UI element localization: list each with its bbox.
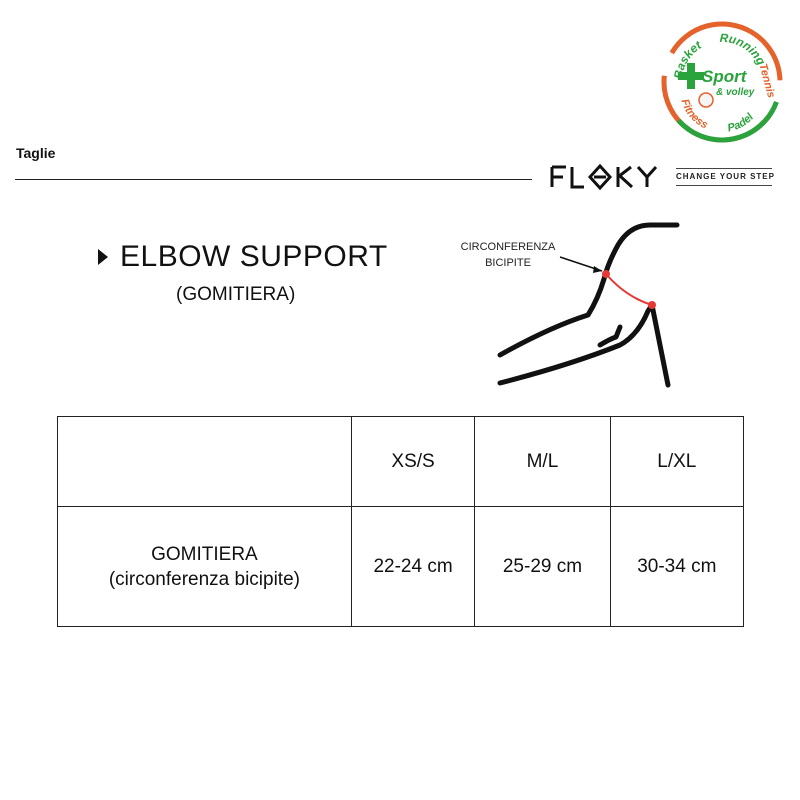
size-column-xs-s: XS/S bbox=[350, 416, 476, 507]
badge-logo-main: Sport bbox=[702, 67, 748, 86]
badge-plus-icon bbox=[678, 63, 704, 89]
circumference-label-line2: BICIPITE bbox=[485, 257, 531, 269]
arm-lower-contour bbox=[497, 302, 671, 388]
size-value-l-xl: 30-34 cm bbox=[609, 506, 745, 627]
size-row-label: GOMITIERA (circonferenza bicipite) bbox=[57, 506, 352, 627]
size-row-label-line1: GOMITIERA bbox=[151, 543, 258, 565]
measure-point-end bbox=[648, 301, 656, 309]
measure-point-start bbox=[602, 270, 610, 278]
arm-elbow-crease bbox=[597, 324, 623, 348]
elbow-arm-diagram bbox=[497, 222, 680, 388]
circumference-label-line1: CIRCONFERENZA bbox=[460, 241, 556, 253]
product-title-text: ELBOW SUPPORT bbox=[120, 240, 388, 273]
svg-text:Tennis: Tennis bbox=[756, 62, 777, 99]
circumference-label: CIRCONFERENZA BICIPITE bbox=[448, 239, 568, 271]
size-table-corner-cell bbox=[57, 416, 352, 507]
product-subtitle: (GOMITIERA) bbox=[176, 284, 296, 305]
pointer-arrowhead-icon bbox=[593, 266, 602, 273]
size-table-row: GOMITIERA (circonferenza bicipite) 22-24… bbox=[57, 506, 745, 627]
section-label: Taglie bbox=[16, 145, 56, 161]
measure-arc bbox=[605, 273, 653, 306]
size-column-l-xl: L/XL bbox=[609, 416, 745, 507]
size-value-xs-s: 22-24 cm bbox=[350, 506, 476, 627]
size-column-m-l: M/L bbox=[474, 416, 611, 507]
size-table-header-row: XS/S M/L L/XL bbox=[57, 416, 745, 507]
product-title: ELBOW SUPPORT bbox=[96, 240, 388, 274]
size-row-label-line2: (circonferenza bicipite) bbox=[108, 568, 300, 590]
volleyball-icon bbox=[698, 92, 714, 108]
brand-tagline-box: CHANGE YOUR STEP bbox=[676, 168, 775, 186]
arm-upper-contour bbox=[497, 222, 680, 358]
sport-volley-badge-logo: Basket Running Tennis Padel Fitness Spor… bbox=[661, 21, 783, 143]
badge-word-tennis: Tennis bbox=[756, 62, 777, 99]
size-value-m-l: 25-29 cm bbox=[474, 506, 611, 627]
header-divider bbox=[15, 179, 532, 180]
size-table: XS/S M/L L/XL GOMITIERA (circonferenza b… bbox=[57, 416, 745, 627]
badge-logo-sub: & volley bbox=[716, 87, 755, 98]
floky-logo-icon bbox=[550, 163, 658, 191]
floky-brand: CHANGE YOUR STEP bbox=[548, 160, 788, 196]
play-arrow-icon bbox=[98, 249, 108, 265]
brand-tagline: CHANGE YOUR STEP bbox=[676, 172, 775, 181]
